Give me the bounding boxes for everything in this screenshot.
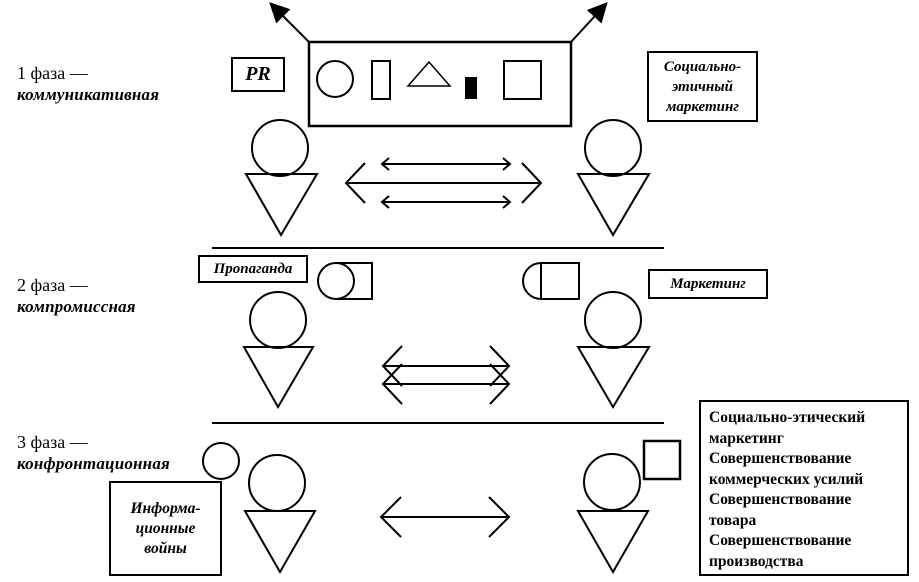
arrow-up-right [570,2,608,43]
info-wars-circle-shape [202,442,240,480]
strategy-list-box: Социально-этический маркетинг Совершенст… [699,400,909,576]
panel-triangle-shape [406,60,452,87]
product-square-shape [642,439,682,481]
arrow-tip [380,195,390,209]
label-line: маркетинг [666,98,739,115]
arrow-tip [381,363,403,405]
information-wars-box: Информа- ционные войны [109,481,222,576]
right-figure-head [583,453,641,511]
label-line: Социально- [663,58,742,75]
social-ethical-marketing-box: Социально- этичный маркетинг [647,51,758,122]
list-line: коммерческих усилий [709,470,864,488]
list-line: маркетинг [709,429,784,447]
marketing-halfcircle-shape [522,262,542,300]
arrow-tip [489,345,511,387]
label-line: этичный [672,78,733,95]
left-figure-head [251,119,309,177]
phase-1-title: 1 фаза — коммуникативная [17,62,159,106]
left-figure-head [249,291,307,349]
list-line: Совершенствование [709,491,852,508]
list-line: Социально-этический [709,409,866,426]
arrow-tip [521,162,543,204]
arrow-tip [379,496,402,538]
marketing-label: Маркетинг [670,275,746,292]
panel-rectangle-shape [371,60,391,100]
arrow-tip [502,157,512,171]
phase-1-number: 1 фаза — [17,63,88,83]
phase-3-number: 3 фаза — [17,432,88,452]
marketing-rect-shape [540,262,580,300]
environment-panel [307,40,573,128]
right-figure-body [576,510,650,575]
marketing-label-box: Маркетинг [648,269,768,299]
left-figure-body [243,510,317,575]
phase-1-name: коммуникативная [17,85,160,104]
arrow-up-left [269,2,310,43]
right-figure-body [576,173,651,237]
phase-2-number: 2 фаза — [17,275,88,295]
propaganda-circle-shape [317,262,355,300]
right-figure-body [576,346,651,409]
label-line: Информа- [130,499,201,517]
arrow-tip [502,195,512,209]
left-figure-body [242,346,315,410]
label-line: ционные [135,519,196,537]
propaganda-label-box: Пропаганда [198,255,308,283]
arrow-tip [489,363,511,405]
pr-label-box: PR [231,57,285,92]
phase-2-name: компромиссная [17,297,136,316]
phase-3-title: 3 фаза — конфронтационная [17,431,170,475]
phase-2-title: 2 фаза — компромиссная [17,274,136,318]
list-line: производства [709,552,804,570]
arrow-tip [344,162,366,204]
left-figure-body [244,173,319,237]
phase-3-name: конфронтационная [17,454,170,473]
arrow-tip [488,496,511,538]
list-line: товара [709,511,757,529]
left-figure-head [248,454,306,512]
panel-circle-shape [316,60,354,98]
propaganda-label: Пропаганда [213,260,293,277]
panel-filled-rectangle-shape [465,77,477,99]
label-line: войны [144,539,187,557]
right-figure-head [584,291,642,349]
panel-square-shape [503,60,542,100]
list-line: Совершенствование [709,532,852,549]
propaganda-rect-shape [336,262,373,300]
arrow-tip [381,345,403,387]
list-line: Совершенствование [709,450,852,467]
pr-label: PR [245,63,271,85]
arrow-tip [380,157,390,171]
right-figure-head [584,119,642,177]
